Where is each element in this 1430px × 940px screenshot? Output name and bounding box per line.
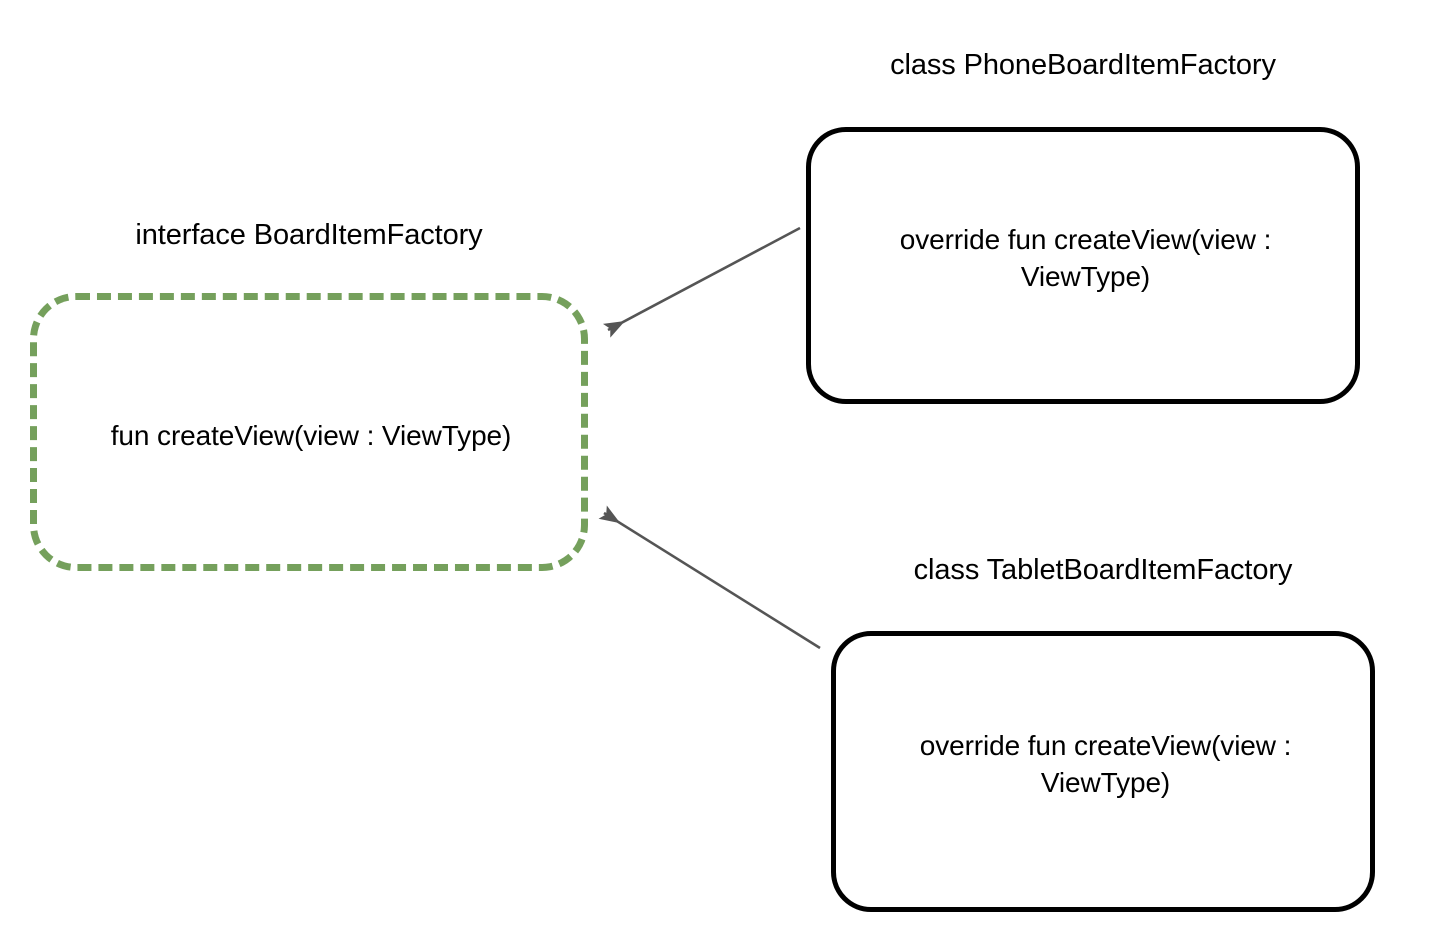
interface-board-item-factory-method: fun createView(view : ViewType)	[110, 420, 512, 451]
interface-board-item-factory-title: interface BoardItemFactory	[135, 219, 483, 251]
class-phone-board-item-factory-title: class PhoneBoardItemFactory	[890, 49, 1276, 81]
class-tablet-board-item-factory-method: override fun createView(view : ViewType)	[919, 730, 1292, 798]
edge-tablet-implements	[598, 505, 821, 650]
edge-phone-implements	[602, 226, 801, 338]
class-tablet-board-item-factory-title: class TabletBoardItemFactory	[913, 554, 1293, 586]
class-tablet-board-item-factory-box[interactable]: override fun createView(view : ViewType)	[831, 631, 1375, 912]
class-phone-board-item-factory-box[interactable]: override fun createView(view : ViewType)	[806, 127, 1360, 404]
interface-board-item-factory-box[interactable]: fun createView(view : ViewType)	[30, 293, 588, 571]
class-phone-board-item-factory-method: override fun createView(view : ViewType)	[899, 224, 1272, 292]
